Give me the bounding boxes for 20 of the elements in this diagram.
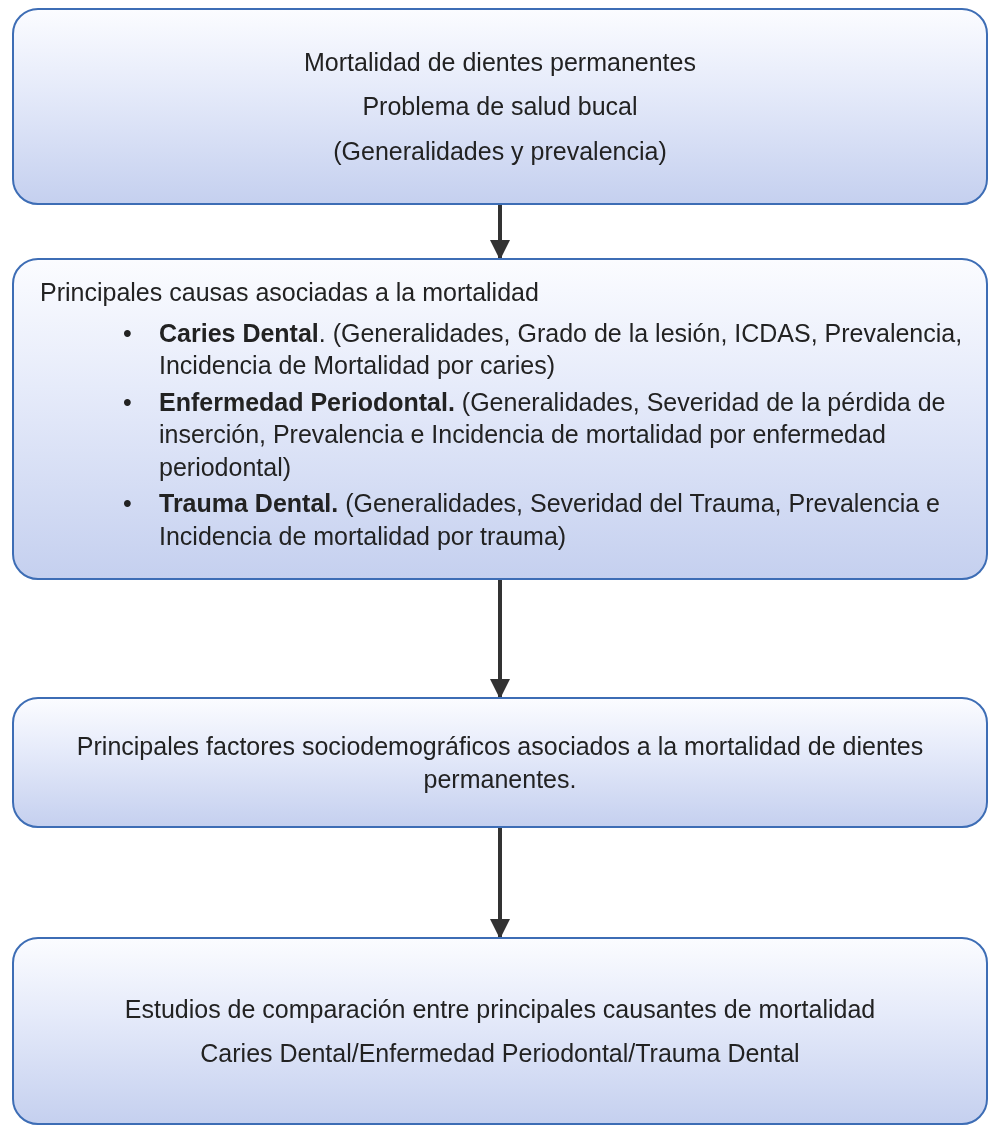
box-text: Principales factores sociodemográficos asociados a la mortalidad de dientes permanentes. [75,731,925,795]
box-text: Problema de salud bucal [361,91,639,123]
process-box [12,8,988,205]
bullet-item: Enfermedad Periodontal. (Generalidades, Severidad de la pérdida de inserción, Prevalencia e Incidencia de mortalidad por enfermedad periodontal) [159,386,947,483]
bullet-item: Trauma Dental. (Generalidades, Severidad del Trauma, Prevalencia e Incidencia de mortalidad por trauma) [159,488,941,552]
bullet-marker: • [123,488,133,519]
process-box [12,937,988,1125]
bullet-marker: • [123,386,133,418]
box-text: Mortalidad de dientes permanentes [303,46,697,78]
arrow [490,580,510,699]
box-text: (Generalidades y prevalencia) [332,135,668,167]
bullet-item: Caries Dental. (Generalidades, Grado de la lesión, ICDAS, Prevalencia, Incidencia de Mortalidad por caries) [159,317,964,381]
bullet-marker: • [123,317,133,349]
process-box [12,258,988,580]
process-box [12,697,988,828]
arrow [490,828,510,939]
arrow [490,205,510,260]
box-text: Principales causas asociadas a la mortalidad [40,277,540,308]
box-text: Estudios de comparación entre principales causantes de mortalidad [123,993,877,1025]
box-text: Caries Dental/Enfermedad Periodontal/Trauma Dental [199,1038,801,1069]
